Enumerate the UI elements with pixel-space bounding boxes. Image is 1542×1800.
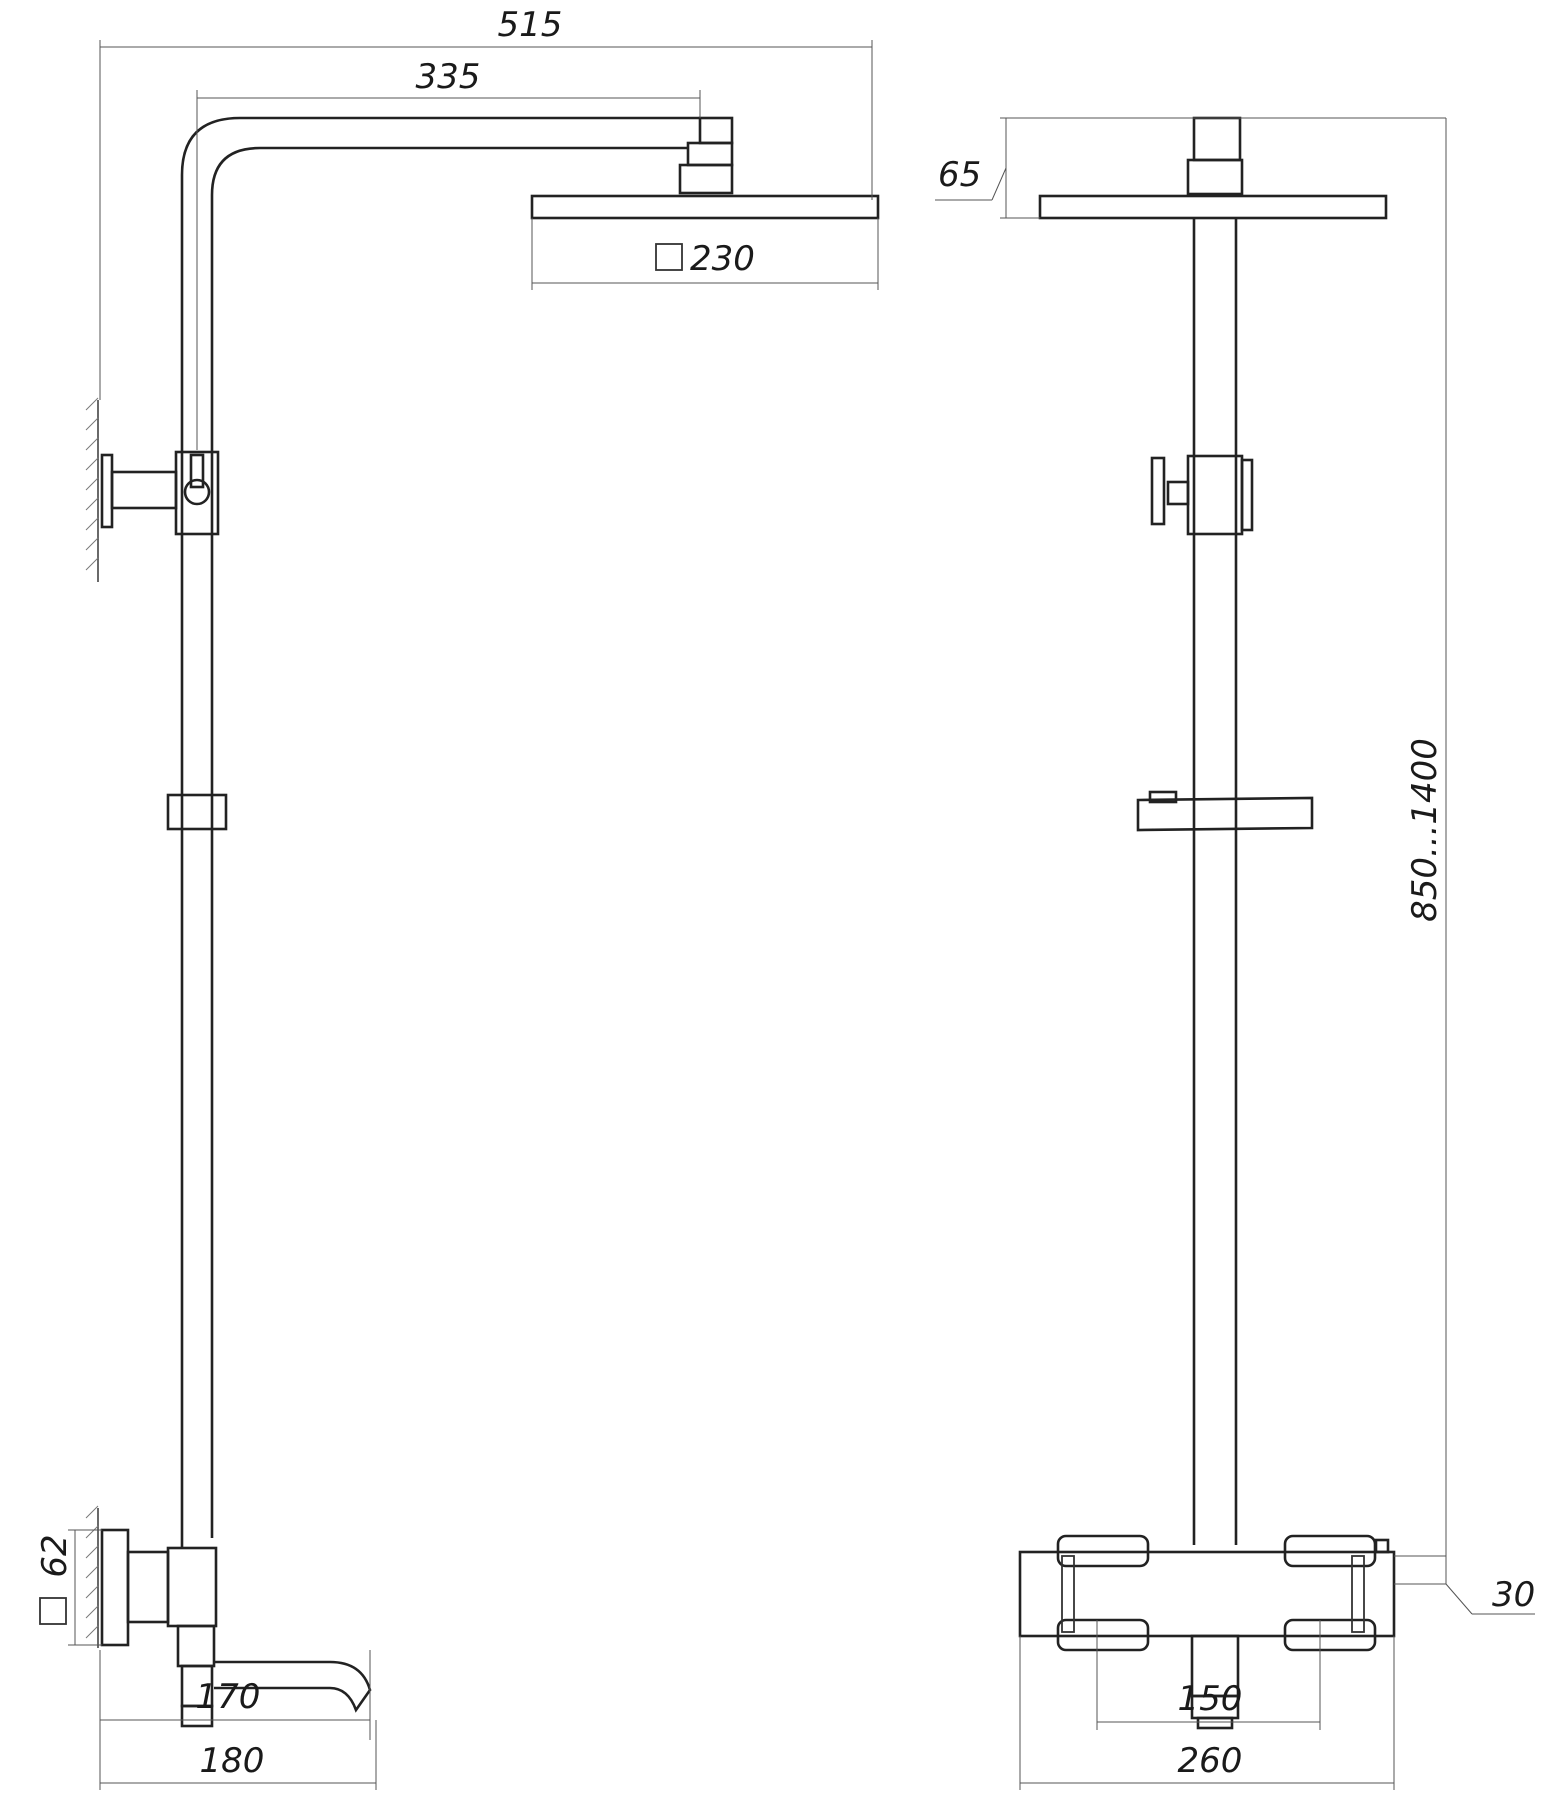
dim-65: 65 [938,155,981,195]
head-connector [678,163,734,195]
mixer-side [100,1528,218,1728]
front-top-cap [1192,116,1242,162]
spout-front [1190,1634,1240,1730]
wall-lower [85,1505,99,1648]
mixer-front [1018,1534,1396,1652]
dim-515: 515 [498,5,563,45]
slider-side [166,793,228,831]
arm-end-cap [698,116,734,145]
dim-850-1400: 850...1400 [1405,738,1445,922]
dim-170: 170 [196,1677,261,1717]
dim-62: 62 [35,1534,75,1577]
upper-wall-bracket [100,453,178,529]
square-section-icon [655,243,683,271]
riser-pipe-outer [180,116,700,1548]
dimension-labels: 515 335 230 65 850...1400 62 30 170 180 … [35,5,1535,1781]
arm-connector [686,141,734,167]
dim-180: 180 [200,1741,265,1781]
diverter-block-side [174,450,220,536]
dim-30: 30 [1492,1575,1535,1615]
wall-upper [85,397,99,582]
front-view [1018,116,1396,1730]
side-view [85,116,880,1728]
diverter-block-front [1150,454,1254,536]
bath-spout [214,1660,372,1713]
dim-335: 335 [416,57,481,97]
square-section-icon-mount [39,1597,67,1625]
dim-150: 150 [1178,1679,1243,1719]
front-top-connector [1186,158,1244,196]
shower-head-side [530,194,880,220]
holder-front [1136,796,1314,832]
riser-pipe-inner [210,146,688,1538]
dim-260: 260 [1178,1741,1243,1781]
shower-head-front [1038,194,1388,220]
holder-clip [1148,790,1178,804]
dim-230: 230 [690,239,755,279]
dimension-lines [68,40,1535,1790]
